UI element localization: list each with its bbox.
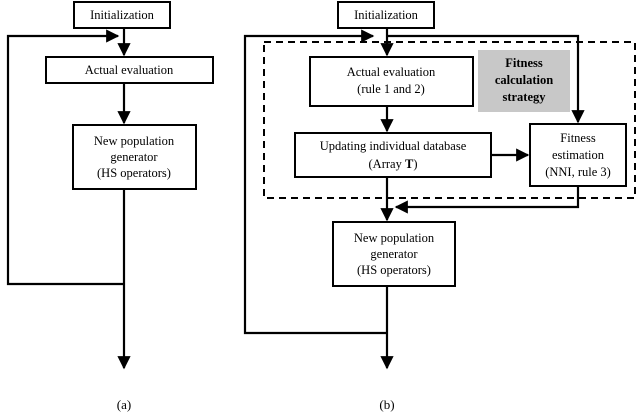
- panel-a-caption: (a): [117, 397, 131, 412]
- panel-a-new-population-generator-box: [72, 124, 197, 190]
- array-label: (Array: [369, 157, 405, 171]
- panel-b-fitness-calculation-strategy-line-2: calculation: [495, 73, 553, 87]
- panel-b-caption: (b): [379, 397, 394, 412]
- panel-a: Initialization Actual evaluation New pop…: [6, 1, 214, 412]
- panel-b-fitness-estimation-line-2: estimation: [552, 148, 605, 162]
- panel-a-new-population-generator-line-3: (HS operators): [97, 166, 171, 180]
- panel-a-initialization-label: Initialization: [90, 8, 155, 22]
- panel-b-fitness-calculation-strategy-line-3: strategy: [502, 90, 546, 104]
- panel-b-arrow-fitness-to-spine: [394, 186, 580, 214]
- panel-b-actual-evaluation-box: [309, 56, 474, 107]
- array-t-symbol: T: [405, 157, 414, 171]
- panel-b-branch-to-fitness-estimation: [387, 34, 585, 124]
- panel-b-updating-individual-database-box: [294, 132, 492, 178]
- panel-a-feedback-loop-line: [6, 29, 124, 286]
- panel-a-initialization-box: [73, 1, 171, 29]
- panel-b-actual-evaluation-line-1: Actual evaluation: [347, 65, 436, 79]
- panel-b-initialization-label: Initialization: [354, 8, 419, 22]
- array-label-close: ): [413, 157, 417, 171]
- panel-b-updating-individual-database-line-1: Updating individual database: [320, 139, 467, 153]
- panel-a-new-population-generator-line-1: New population: [94, 134, 175, 148]
- panel-b-new-population-generator-line-2: generator: [370, 247, 418, 261]
- panel-b-updating-individual-database-line-2: (Array T): [369, 157, 418, 171]
- panel-b-fitness-calculation-strategy-line-1: Fitness: [505, 56, 543, 70]
- panel-a-actual-evaluation-box: [45, 56, 214, 84]
- panel-b-fitness-estimation-box: [529, 123, 627, 187]
- panel-b-new-population-generator-line-1: New population: [354, 231, 435, 245]
- panel-a-actual-evaluation-label: Actual evaluation: [85, 63, 174, 77]
- panel-b-fitness-strategy-dashed-group: [263, 41, 636, 199]
- panel-b-actual-evaluation-line-2: (rule 1 and 2): [357, 82, 425, 96]
- panel-b-fitness-estimation-line-1: Fitness: [560, 131, 596, 145]
- panel-b: Initialization Actual evaluation (rule 1…: [243, 1, 636, 412]
- panel-b-fitness-estimation-line-3: (NNI, rule 3): [545, 165, 611, 179]
- panel-b-new-population-generator-line-3: (HS operators): [357, 263, 431, 277]
- panel-a-new-population-generator-line-2: generator: [110, 150, 158, 164]
- panel-b-fitness-calculation-strategy-background: [478, 50, 570, 112]
- panel-b-new-population-generator-box: [332, 221, 456, 287]
- panel-b-feedback-loop-line: [243, 29, 387, 335]
